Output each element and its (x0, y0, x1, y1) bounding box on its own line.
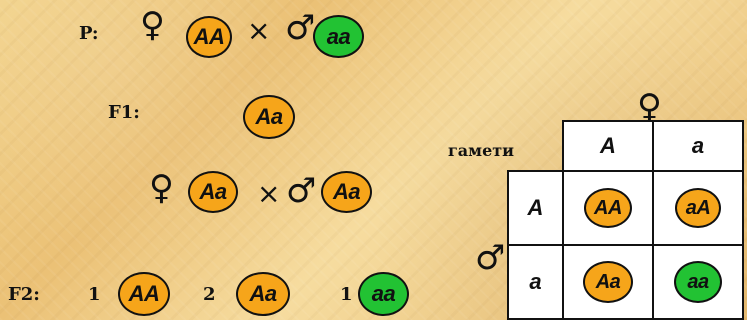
female-icon: ♀ (149, 168, 174, 208)
genotype-chip-label: Aa (332, 179, 361, 204)
f2-label: F2: (8, 284, 40, 305)
genotype-chip-label: Aa (595, 271, 621, 293)
genotype-chip-f2-3: aa (358, 272, 409, 316)
punnett-table: A a A AA aA a Aa aa (507, 120, 744, 320)
male-icon: ♂ (286, 171, 317, 211)
genotype-chip-cell-1-1: AA (584, 188, 632, 228)
top-gamete-2: a (691, 133, 705, 158)
female-icon: ♀ (140, 5, 165, 45)
genotype-chip-label: aA (685, 197, 711, 219)
genotype-chip-aa-male-parent: aa (313, 15, 364, 58)
genotype-chip-label: Aa (199, 179, 227, 204)
punnett-header-row: A a (508, 120, 744, 172)
left-gamete-cell-2: a (507, 244, 564, 320)
f2-count-1: 1 (88, 284, 101, 305)
genotype-chip-label: AA (193, 24, 225, 49)
genotype-chip-cell-2-2: aa (674, 261, 722, 303)
genotype-chip-cell-2-1: Aa (583, 261, 633, 303)
left-gamete-1: A (527, 195, 544, 220)
f2-count-2: 2 (203, 284, 216, 305)
cross-icon: × (257, 177, 281, 210)
punnett-row-2: a Aa aa (507, 244, 744, 320)
left-gamete-2: a (529, 269, 542, 294)
genotype-chip-f1-male: Aa (321, 171, 372, 213)
punnett-cell-2-1: Aa (562, 244, 654, 320)
genotype-chip-aa-parent: AA (186, 16, 232, 58)
f1-label: F1: (108, 102, 140, 123)
genotype-chip-f1-female: Aa (188, 171, 238, 213)
genotype-chip-label: aa (687, 271, 709, 293)
punnett-cell-1-2: aA (652, 170, 744, 246)
female-icon: ♀ (637, 87, 662, 127)
genotype-chip-label: Aa (255, 104, 283, 129)
genotype-chip-f1: Aa (243, 95, 295, 139)
f2-count-3: 1 (340, 284, 353, 305)
genotype-chip-label: Aa (249, 281, 277, 306)
genotype-chip-cell-1-2: aA (675, 188, 721, 228)
punnett-header-cell-a: A (562, 120, 654, 172)
genotype-chip-label: aa (371, 281, 396, 306)
genotype-chip-f2-1: AA (118, 272, 170, 316)
gametes-label-wrap: гамети (448, 143, 560, 161)
genotype-chip-f2-2: Aa (236, 272, 290, 316)
punnett-cell-2-2: aa (652, 244, 744, 320)
punnett-cell-1-1: AA (562, 170, 654, 246)
genotype-chip-label: AA (594, 197, 622, 219)
left-gamete-cell-1: A (507, 170, 564, 246)
punnett-row-1: A AA aA (507, 170, 744, 246)
top-gamete-1: A (600, 133, 616, 158)
gametes-label: гамети (448, 141, 515, 160)
cross-icon: × (247, 14, 271, 47)
p-label: P: (79, 23, 99, 44)
punnett-empty-corner (508, 121, 564, 172)
genotype-chip-label: aa (326, 23, 351, 49)
male-icon: ♂ (285, 8, 316, 48)
punnett-header-cell-b: a (652, 120, 744, 172)
genotype-chip-label: AA (128, 281, 160, 306)
male-icon: ♂ (475, 238, 506, 278)
